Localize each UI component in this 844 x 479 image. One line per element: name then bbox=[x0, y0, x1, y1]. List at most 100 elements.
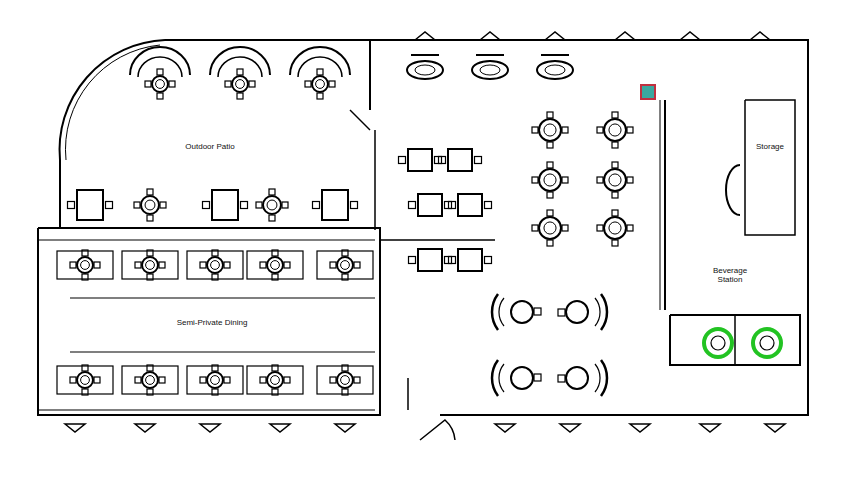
room-label: Beverage Station bbox=[700, 266, 760, 284]
chair bbox=[157, 69, 163, 75]
wall bbox=[660, 100, 661, 310]
chair bbox=[317, 69, 323, 75]
door-symbol bbox=[615, 32, 635, 40]
chair bbox=[597, 177, 603, 183]
chair bbox=[449, 257, 456, 264]
table-detail bbox=[544, 124, 556, 136]
chair bbox=[147, 274, 153, 280]
chair bbox=[260, 262, 266, 268]
chair bbox=[485, 257, 492, 264]
table-detail bbox=[316, 80, 325, 89]
chair bbox=[200, 262, 206, 268]
booth bbox=[138, 57, 182, 77]
chair bbox=[157, 93, 163, 99]
chair bbox=[354, 262, 360, 268]
chair bbox=[627, 225, 633, 231]
booth bbox=[187, 366, 243, 394]
square-table bbox=[418, 249, 442, 271]
chair bbox=[409, 202, 416, 209]
chair bbox=[135, 377, 141, 383]
chair bbox=[70, 377, 76, 383]
table-detail bbox=[156, 80, 165, 89]
chair bbox=[597, 225, 603, 231]
chair bbox=[272, 274, 278, 280]
door-symbol bbox=[765, 424, 785, 432]
square-table bbox=[408, 149, 432, 171]
chair bbox=[269, 189, 275, 195]
booth bbox=[247, 251, 303, 279]
table-detail bbox=[211, 261, 220, 270]
booth bbox=[122, 366, 178, 394]
chair bbox=[612, 112, 618, 118]
chair bbox=[147, 365, 153, 371]
wall bbox=[350, 110, 370, 130]
chair bbox=[612, 240, 618, 246]
square-table bbox=[448, 149, 472, 171]
chair bbox=[612, 142, 618, 148]
curved-wall bbox=[60, 40, 165, 160]
chair bbox=[562, 177, 568, 183]
door-symbol bbox=[750, 32, 770, 40]
door-symbol bbox=[335, 424, 355, 432]
chair bbox=[547, 240, 553, 246]
table-detail bbox=[480, 65, 500, 75]
bench bbox=[411, 54, 439, 56]
chair bbox=[82, 274, 88, 280]
booth bbox=[317, 366, 373, 394]
chair bbox=[351, 202, 358, 209]
chair bbox=[562, 127, 568, 133]
chair bbox=[532, 225, 538, 231]
chair bbox=[272, 389, 278, 395]
wall bbox=[38, 409, 375, 410]
door-symbol bbox=[200, 424, 220, 432]
door-symbol bbox=[680, 32, 700, 40]
chair bbox=[147, 250, 153, 256]
wall bbox=[70, 351, 375, 352]
chair bbox=[627, 127, 633, 133]
round-table bbox=[337, 257, 353, 273]
chair bbox=[225, 81, 231, 87]
wall bbox=[38, 239, 375, 240]
oval-table bbox=[407, 61, 443, 79]
chair bbox=[272, 250, 278, 256]
chair bbox=[237, 69, 243, 75]
wall bbox=[664, 100, 666, 310]
chair bbox=[547, 210, 553, 216]
entrance-door bbox=[420, 420, 455, 440]
chair bbox=[547, 142, 553, 148]
booth bbox=[298, 57, 342, 77]
wall bbox=[734, 315, 736, 365]
table-detail bbox=[415, 65, 435, 75]
chair bbox=[330, 262, 336, 268]
door-symbol bbox=[545, 32, 565, 40]
chair bbox=[449, 202, 456, 209]
chair bbox=[94, 262, 100, 268]
chair bbox=[145, 81, 151, 87]
table-detail bbox=[236, 80, 245, 89]
chair bbox=[597, 127, 603, 133]
square-table bbox=[458, 194, 482, 216]
curved-booth bbox=[558, 294, 607, 330]
chair bbox=[200, 377, 206, 383]
round-table bbox=[539, 119, 561, 141]
chair bbox=[212, 250, 218, 256]
door-symbol bbox=[480, 32, 500, 40]
round-table bbox=[267, 372, 283, 388]
chair bbox=[612, 192, 618, 198]
furniture-and-walls bbox=[38, 32, 808, 440]
chair bbox=[212, 274, 218, 280]
curved-booth bbox=[492, 360, 541, 396]
booth bbox=[218, 57, 262, 77]
wall bbox=[407, 378, 409, 410]
curved-booth bbox=[492, 294, 541, 330]
chair bbox=[256, 202, 262, 208]
wall bbox=[70, 297, 375, 298]
round-table bbox=[142, 372, 158, 388]
chair bbox=[330, 377, 336, 383]
chair bbox=[147, 189, 153, 195]
chair bbox=[627, 177, 633, 183]
booth bbox=[247, 366, 303, 394]
chair bbox=[485, 202, 492, 209]
chair bbox=[241, 202, 248, 209]
